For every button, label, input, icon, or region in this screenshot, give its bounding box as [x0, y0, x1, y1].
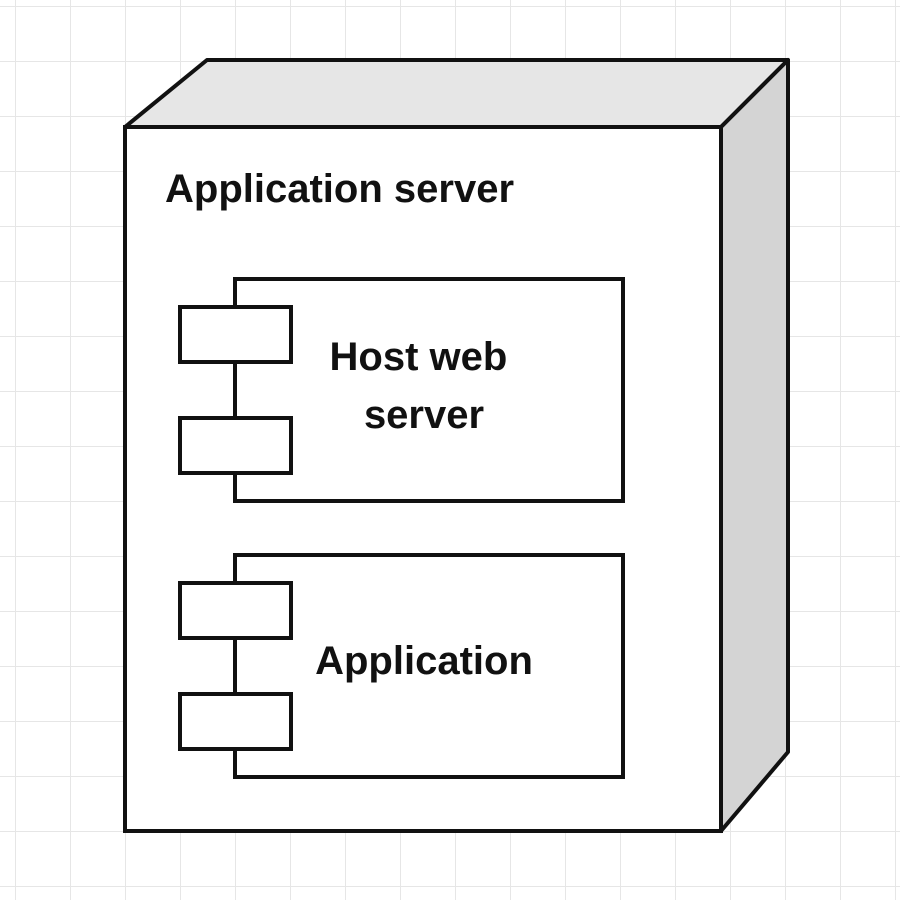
- node-top-face: [123, 58, 790, 129]
- component-label-line: Application: [315, 639, 533, 683]
- node-side-face: [719, 58, 790, 833]
- component-label: Host web server: [330, 335, 519, 437]
- node-label: Application server: [165, 167, 514, 211]
- component-label-line: Host web: [330, 335, 508, 379]
- component-port-icon: [178, 581, 293, 640]
- component-port-icon: [178, 305, 293, 364]
- component-port-icon: [178, 692, 293, 751]
- component-body: [233, 553, 625, 779]
- component-port-icon: [178, 416, 293, 475]
- component-label-line: server: [364, 393, 484, 437]
- component-host-web-server[interactable]: Host web server: [178, 277, 625, 503]
- component-application[interactable]: Application: [178, 553, 625, 779]
- component-label: Application: [315, 639, 533, 683]
- component-body: [233, 277, 625, 503]
